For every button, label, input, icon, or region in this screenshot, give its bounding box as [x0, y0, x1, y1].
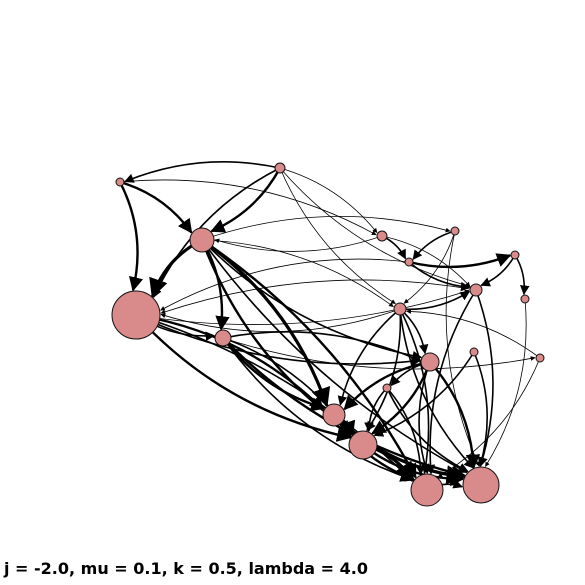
edge-layer: [118, 161, 541, 491]
graph-edge: [135, 314, 422, 367]
graph-edge: [418, 361, 431, 474]
graph-edge: [485, 298, 527, 467]
parameter-caption: j = -2.0, mu = 0.1, k = 0.5, lambda = 4.…: [4, 559, 368, 578]
node-layer: [111, 162, 545, 507]
graph-node: [214, 329, 232, 347]
graph-edge: [406, 309, 541, 359]
graph-edge: [201, 239, 417, 479]
graph-edge: [222, 331, 421, 362]
graph-edge: [160, 258, 410, 311]
graph-edge: [152, 167, 281, 299]
graph-edge: [373, 351, 475, 437]
graph-edge: [381, 235, 471, 287]
graph-edge: [366, 308, 402, 432]
graph-edge: [437, 357, 541, 478]
graph-node: [420, 352, 440, 372]
graph-node: [189, 227, 215, 253]
graph-edge: [201, 239, 423, 361]
graph-node: [111, 290, 161, 340]
graph-edge: [119, 180, 193, 234]
graph-edge: [408, 261, 471, 292]
graph-edge: [412, 230, 456, 260]
graph-node: [393, 302, 407, 316]
graph-edge: [445, 230, 480, 467]
graph-edge: [514, 254, 530, 296]
graph-edge: [408, 253, 512, 269]
graph-node: [535, 353, 545, 363]
graph-edge: [118, 181, 144, 292]
graph-node: [115, 177, 125, 187]
graph-node: [410, 473, 444, 507]
graph-node: [510, 250, 520, 260]
graph-edge: [279, 167, 471, 288]
graph-edge: [279, 167, 378, 234]
graph-edge: [473, 351, 488, 467]
graph-edge: [222, 337, 536, 370]
graph-edge: [160, 308, 401, 332]
graph-edge: [386, 387, 426, 476]
graph-node: [322, 403, 346, 427]
graph-edge: [210, 167, 282, 233]
graph-node: [348, 430, 378, 460]
graph-edge: [399, 308, 431, 475]
graph-node: [520, 294, 530, 304]
graph-node: [450, 226, 460, 236]
graph-edge: [160, 279, 477, 315]
graph-edge: [214, 235, 383, 252]
graph-edge: [399, 308, 474, 469]
graph-edge: [135, 289, 470, 325]
graph-edge: [429, 361, 481, 469]
graph-edge: [201, 215, 451, 241]
graph-edge: [201, 239, 468, 474]
graph-node: [469, 347, 479, 357]
graph-edge: [124, 161, 281, 183]
graph-edge: [201, 239, 394, 308]
graph-node: [274, 162, 286, 174]
graph-edge: [475, 289, 494, 467]
graph-edge: [135, 314, 352, 442]
graph-edge: [425, 289, 477, 475]
graph-edge: [337, 308, 401, 406]
graph-node: [404, 257, 414, 267]
graph-node: [462, 466, 500, 504]
graph-node: [382, 383, 392, 393]
graph-edge: [222, 337, 415, 482]
graph-node: [376, 230, 388, 242]
graph-node: [469, 283, 483, 297]
graph-edge: [403, 230, 456, 304]
graph-edge: [279, 167, 396, 305]
graph-edge: [119, 179, 377, 236]
graph-edge: [135, 313, 325, 411]
